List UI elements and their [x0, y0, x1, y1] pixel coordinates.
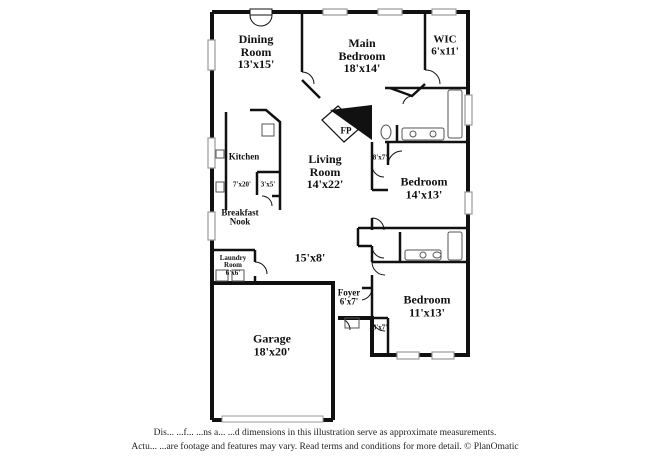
room-label-laundry: Laundry Room 6'x6': [219, 253, 247, 277]
room-label-hall: 15'x8': [294, 250, 326, 265]
windows: [207, 8, 473, 360]
room-label-fp: FP: [340, 125, 352, 136]
fixtures: [215, 89, 463, 329]
room-label-wic: WIC 6'x11': [431, 33, 459, 57]
room-label-pantry-b: 3'x5': [260, 180, 276, 189]
room-label-main-bedroom: Main Bedroom 18'x14': [338, 36, 386, 76]
room-label-foyer: Foyer 6'x7': [337, 287, 361, 307]
room-label-garage: Garage 18'x20': [253, 331, 291, 358]
room-label-bedroom-2: Bedroom 14'x13': [400, 174, 448, 201]
room-label-pantry-a: 7'x20': [233, 180, 251, 189]
disclaimer-line-2: Actu... ...are footage and features may …: [131, 442, 519, 452]
disclaimer: Dis... ...f... ...ns a... ...d dimension…: [0, 426, 650, 454]
disclaimer-line-1: Dis... ...f... ...ns a... ...d dimension…: [153, 428, 497, 438]
room-label-closet-b: 3'x7': [372, 323, 388, 332]
room-label-kitchen: Kitchen: [228, 151, 260, 162]
room-label-bedroom-3: Bedroom 11'x13': [403, 292, 451, 319]
fireplace: [321, 105, 372, 143]
interior-walls: [212, 12, 468, 355]
room-label-closet-a: 8'x7': [372, 153, 388, 162]
room-label-dining: Dining Room 13'x15': [237, 32, 275, 72]
room-label-breakfast: Breakfast Nook: [221, 207, 259, 227]
room-label-living: Living Room 14'x22': [306, 152, 344, 192]
doors: [221, 8, 441, 423]
